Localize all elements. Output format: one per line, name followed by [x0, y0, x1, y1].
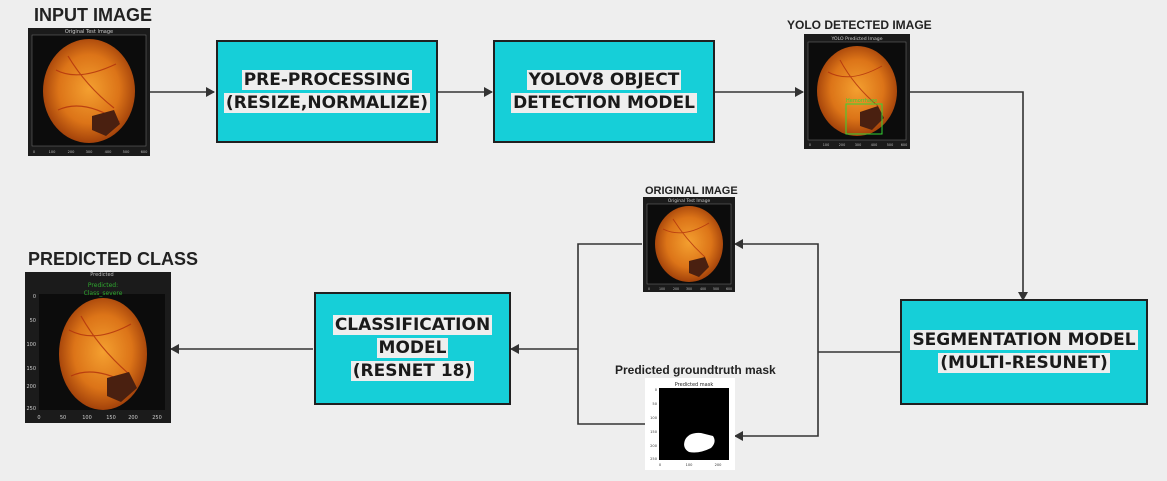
caption-yolo-detected-image: YOLO DETECTED IMAGE: [787, 18, 932, 32]
original-xtick: 400: [700, 287, 706, 291]
input-xtick: 300: [86, 150, 94, 154]
line-from-mask: [577, 349, 645, 425]
mask-ytick: 50: [652, 402, 657, 406]
caption-input-image: INPUT IMAGE: [34, 5, 153, 25]
original-thumb-title: Original Test Image: [668, 198, 711, 204]
predicted-xtick: 0: [37, 415, 40, 421]
segmentation-box: SEGMENTATION MODEL (MULTI-RESUNET): [900, 299, 1148, 405]
predicted-xtick: 50: [60, 415, 66, 421]
yolo-thumb-title: YOLO Predicted Image: [830, 36, 882, 42]
segmentation-line2: (MULTI-RESUNET): [938, 353, 1110, 373]
yolo-detection-label: Hemorrhage: [846, 98, 877, 104]
original-xtick: 200: [673, 287, 679, 291]
predicted-label-line1: Predicted:: [88, 282, 118, 289]
mask-ytick: 0: [655, 388, 658, 392]
caption-predicted-class: PREDICTED CLASS: [28, 249, 199, 269]
segmentation-line1: SEGMENTATION MODEL: [910, 330, 1138, 351]
yolo-line2: DETECTION MODEL: [511, 92, 697, 113]
predicted-xtick: 150: [106, 415, 116, 421]
predicted-xtick: 250: [152, 415, 162, 421]
input-thumb-title: Original Test Image: [65, 29, 113, 35]
predicted-mask-thumbnail: Predicted mask 0 50 100 150 200 250 0 10…: [645, 378, 735, 470]
predicted-label-line2: Class_severe: [84, 290, 123, 297]
input-xtick: 400: [105, 150, 113, 154]
yolo-xtick: 200: [839, 143, 845, 147]
predicted-ytick: 200: [26, 384, 36, 390]
yolo-xtick: 0: [809, 143, 811, 147]
original-xtick: 500: [713, 287, 719, 291]
yolo-xtick: 100: [823, 143, 829, 147]
input-xtick: 600: [141, 150, 149, 154]
yolo-xtick: 500: [887, 143, 893, 147]
yolo-xtick: 400: [871, 143, 877, 147]
input-xtick: 0: [33, 150, 36, 154]
predicted-class-thumbnail: Predicted Predicted: Class_severe 0 50 1…: [25, 272, 171, 423]
input-image-thumbnail: Original Test Image 0 100 200 300 400 50…: [28, 28, 150, 156]
classification-line1: CLASSIFICATION: [332, 315, 493, 336]
input-xtick: 200: [68, 150, 76, 154]
predicted-ytick: 250: [26, 406, 36, 412]
preprocessing-box: PRE-PROCESSING (RESIZE,NORMALIZE): [216, 40, 438, 143]
mask-xtick: 0: [659, 463, 662, 467]
input-xtick: 500: [123, 150, 131, 154]
yolo-box: YOLOV8 OBJECT DETECTION MODEL: [493, 40, 715, 143]
classification-line3: (RESNET 18): [350, 360, 475, 381]
original-xtick: 600: [726, 287, 732, 291]
predicted-ytick: 50: [30, 318, 36, 324]
predicted-xtick: 100: [82, 415, 92, 421]
yolo-xtick: 600: [901, 143, 907, 147]
preprocessing-line1: PRE-PROCESSING: [241, 69, 413, 90]
original-xtick: 0: [648, 287, 650, 291]
original-xtick: 300: [686, 287, 692, 291]
preprocessing-line2: (RESIZE,NORMALIZE): [223, 92, 431, 113]
arrow-to-mask: [734, 352, 819, 441]
mask-thumb-title: Predicted mask: [675, 382, 714, 388]
original-xtick: 100: [659, 287, 665, 291]
mask-ytick: 150: [650, 430, 658, 434]
input-thumb-xticks: 0 100 200 300 400 500 600: [33, 150, 148, 154]
predicted-ytick: 100: [26, 342, 36, 348]
mask-ytick: 200: [650, 444, 658, 448]
original-image-thumbnail: Original Test Image 0 100 200 300 400 50…: [643, 197, 735, 292]
predicted-thumb-title: Predicted: [90, 272, 113, 278]
predicted-ytick: 150: [26, 366, 36, 372]
mask-xtick: 100: [686, 463, 694, 467]
line-from-original-image: [577, 243, 642, 349]
predicted-xtick: 200: [128, 415, 138, 421]
arrow-detected-to-segmentation: [910, 91, 1028, 301]
yolo-detected-thumbnail: Hemorrhage YOLO Predicted Image 0 100 20…: [804, 34, 910, 149]
mask-ytick: 250: [650, 457, 658, 461]
predicted-ytick: 0: [33, 294, 36, 300]
input-xtick: 100: [49, 150, 57, 154]
arrow-to-original-image: [734, 239, 819, 352]
caption-predicted-mask: Predicted groundtruth mask: [615, 363, 776, 377]
yolo-line1: YOLOV8 OBJECT: [526, 69, 682, 90]
classification-line2: MODEL: [376, 338, 449, 359]
mask-ytick: 100: [650, 416, 658, 420]
caption-original-image: ORIGINAL IMAGE: [645, 185, 738, 197]
classification-box: CLASSIFICATION MODEL (RESNET 18): [314, 292, 511, 405]
mask-xtick: 200: [715, 463, 723, 467]
yolo-xtick: 300: [855, 143, 861, 147]
